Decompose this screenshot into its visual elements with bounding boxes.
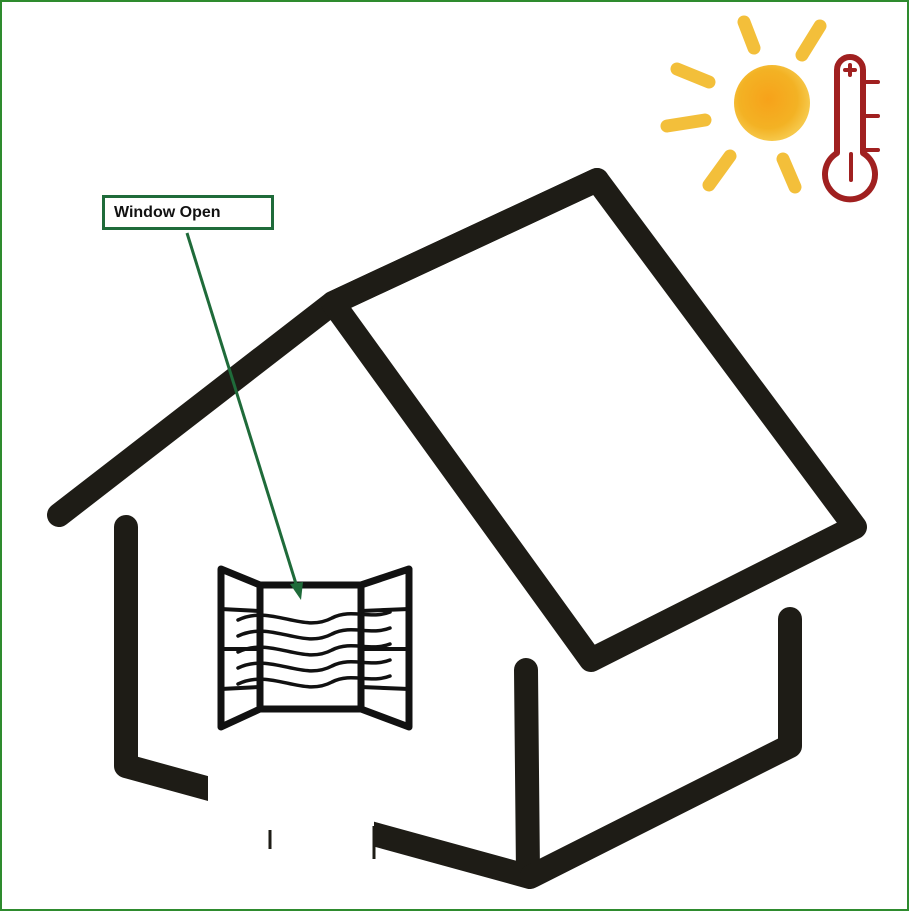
house-icon bbox=[47, 168, 867, 889]
window-open-label: Window Open bbox=[102, 195, 274, 230]
callout-arrow bbox=[185, 232, 303, 600]
sun-icon bbox=[660, 15, 827, 194]
open-window-icon bbox=[217, 565, 413, 731]
thermometer-icon bbox=[822, 54, 880, 203]
roof-right-slab bbox=[321, 168, 867, 672]
corner-post bbox=[514, 658, 540, 886]
left-wall bbox=[114, 515, 542, 889]
right-wall bbox=[520, 607, 802, 888]
door-gap bbox=[208, 774, 376, 859]
